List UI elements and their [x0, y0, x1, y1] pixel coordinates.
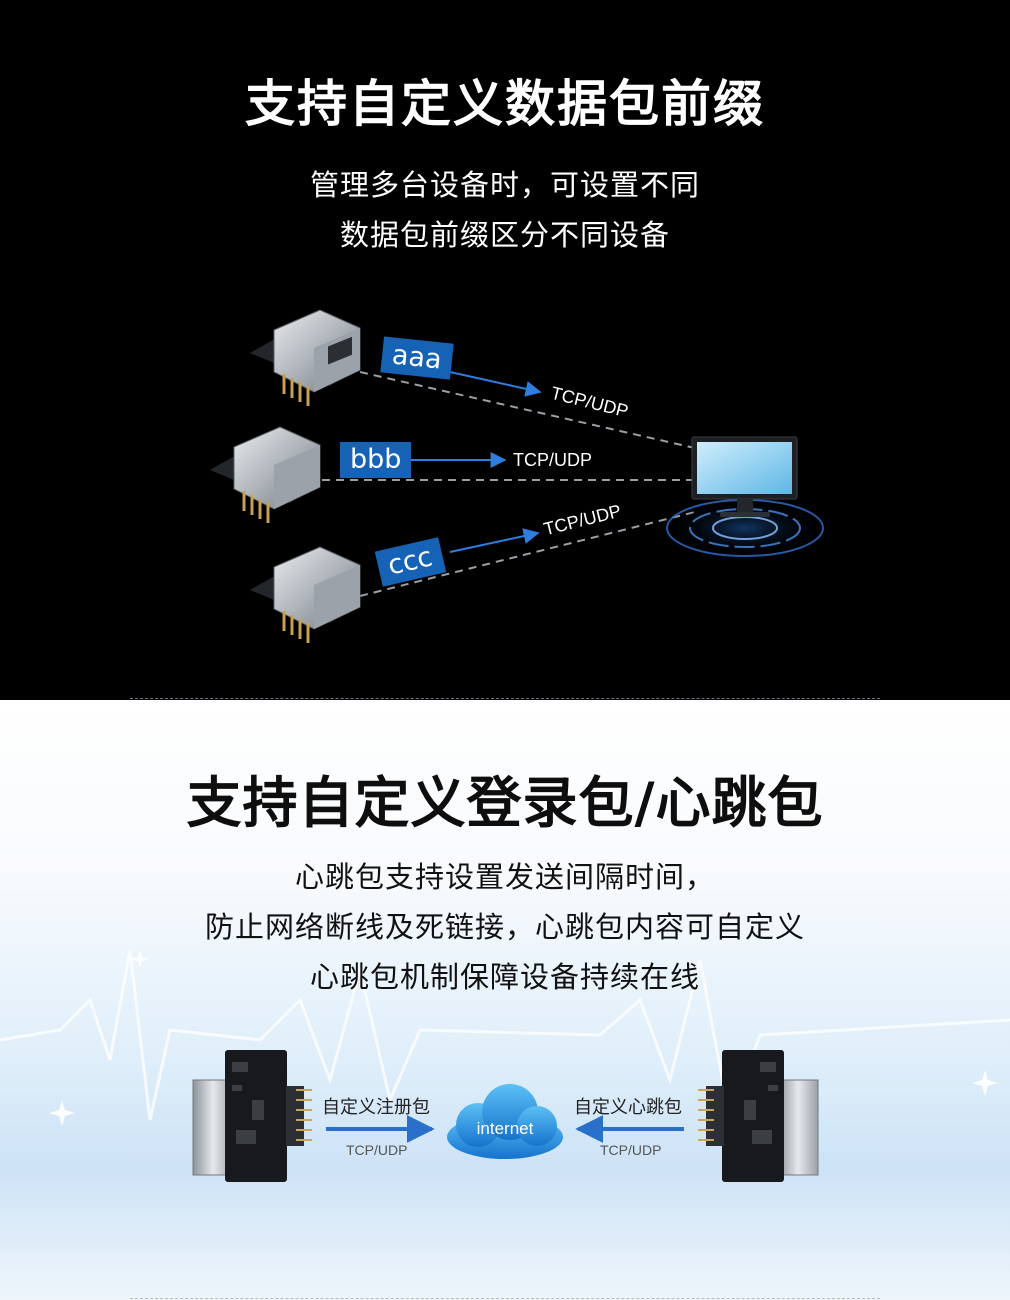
left-caption: 自定义注册包 [322, 1097, 430, 1118]
heartbeat-wave-decoration [0, 949, 1010, 1126]
monitor-icon [691, 436, 798, 517]
prefix-subtitle-line-2: 数据包前缀区分不同设备 [339, 218, 670, 252]
left-protocol: TCP/UDP [346, 1142, 408, 1158]
bottom-divider [130, 1298, 880, 1299]
heartbeat-title: 支持自定义登录包/心跳包 [186, 771, 824, 835]
left-module [192, 1050, 312, 1182]
prefix-subtitle-line-1: 管理多台设备时，可设置不同 [309, 168, 700, 202]
arrow-aaa [449, 371, 542, 397]
heartbeat-section: 支持自定义登录包/心跳包 心跳包支持设置发送间隔时间， 防止网络断线及死链接，心… [0, 700, 1010, 1300]
cloud-label: internet [476, 1119, 534, 1138]
right-module [698, 1050, 819, 1182]
sparkle-left-icon [49, 1100, 75, 1126]
right-caption: 自定义心跳包 [574, 1097, 682, 1118]
sparkle-top-icon [131, 950, 149, 968]
protocol-label-bbb: TCP/UDP [513, 450, 593, 470]
section-divider [130, 698, 880, 699]
right-protocol: TCP/UDP [600, 1142, 662, 1158]
arrow-ccc [449, 528, 540, 553]
prefix-label-aaa: aaa [380, 336, 454, 380]
heartbeat-subtitle-line-2: 防止网络断线及死链接，心跳包内容可自定义 [204, 910, 805, 944]
module-bbb [210, 426, 321, 523]
heartbeat-diagram [192, 1050, 819, 1182]
sparkle-right-icon [972, 1070, 998, 1096]
module-ccc [250, 546, 361, 643]
prefix-title: 支持自定义数据包前缀 [245, 75, 765, 133]
prefix-diagram [210, 309, 825, 643]
link-line-ccc [359, 511, 696, 597]
heartbeat-subtitle-line-3: 心跳包机制保障设备持续在线 [309, 960, 700, 994]
link-line-aaa [359, 371, 696, 449]
module-aaa [250, 309, 361, 406]
heartbeat-subtitle-line-1: 心跳包支持设置发送间隔时间， [294, 860, 715, 894]
prefix-section: 支持自定义数据包前缀 管理多台设备时，可设置不同 数据包前缀区分不同设备 [210, 75, 825, 643]
internet-cloud-icon [447, 1084, 563, 1159]
prefix-label-bbb: bbb [340, 442, 412, 478]
